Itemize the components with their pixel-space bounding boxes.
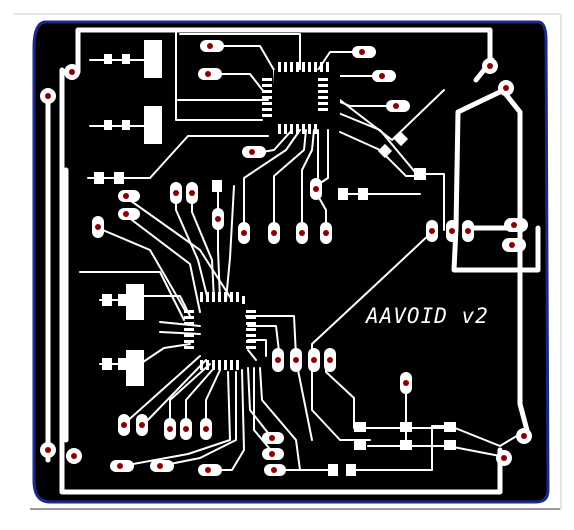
oblong-pads (92, 40, 528, 476)
board-outline (32, 20, 550, 504)
ic-top-chip (262, 62, 340, 134)
round-pads (40, 58, 532, 466)
board-label: AAVOID v2 (366, 304, 489, 328)
ic-bottom-chip (184, 292, 256, 370)
smd-components (94, 40, 456, 476)
